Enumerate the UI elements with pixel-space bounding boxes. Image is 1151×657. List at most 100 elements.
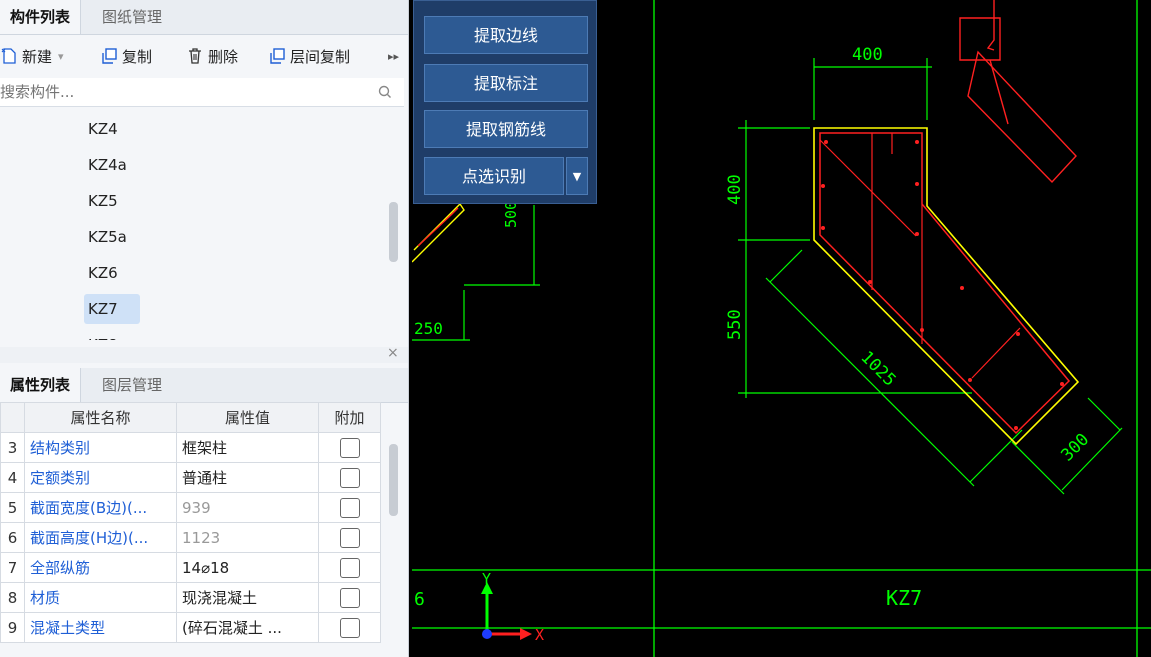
new-button[interactable]: 新建 ▾ bbox=[0, 38, 64, 74]
property-name[interactable]: 定额类别 bbox=[24, 462, 177, 493]
point-select-identify-button[interactable]: 点选识别 bbox=[424, 157, 564, 195]
property-value[interactable]: 框架柱 bbox=[176, 432, 319, 463]
tab-drawing-management[interactable]: 图纸管理 bbox=[102, 8, 163, 26]
table-row: 8 材质 现浇混凝土 bbox=[0, 582, 381, 613]
extra-cell bbox=[318, 612, 381, 643]
row-index: 9 bbox=[0, 612, 25, 643]
dimension-label-top-width: 400 bbox=[852, 45, 883, 65]
property-tabbar: 属性列表 图层管理 bbox=[0, 368, 408, 403]
grid-lines bbox=[412, 0, 1151, 657]
dimension-label-left-height: 400 bbox=[725, 174, 745, 205]
trash-icon bbox=[189, 48, 201, 64]
table-row: 9 混凝土类型 (碎石混凝土 ... bbox=[0, 612, 381, 643]
property-value[interactable]: 1123 bbox=[176, 522, 319, 553]
property-name[interactable]: 结构类别 bbox=[24, 432, 177, 463]
extra-cell bbox=[318, 582, 381, 613]
column-label-kz7: KZ7 bbox=[886, 586, 922, 610]
property-value[interactable]: 939 bbox=[176, 492, 319, 523]
ucs-axis-icon bbox=[481, 582, 532, 640]
extra-checkbox[interactable] bbox=[339, 527, 360, 548]
dimension-label-diagonal: 1025 bbox=[856, 347, 899, 390]
close-icon[interactable]: × bbox=[387, 345, 399, 361]
property-name[interactable]: 截面宽度(B边)(... bbox=[24, 492, 177, 523]
extra-checkbox[interactable] bbox=[339, 437, 360, 458]
extra-checkbox[interactable] bbox=[339, 497, 360, 518]
row-index: 6 bbox=[0, 522, 25, 553]
floor-copy-button[interactable]: 层间复制 bbox=[268, 38, 350, 74]
dimension-label-left-lower: 550 bbox=[725, 309, 745, 340]
rebar-hook-top-right bbox=[959, 0, 1077, 184]
extra-checkbox[interactable] bbox=[339, 557, 360, 578]
row-index: 3 bbox=[0, 432, 25, 463]
property-name[interactable]: 混凝土类型 bbox=[24, 612, 177, 643]
chevron-down-icon[interactable]: ▾ bbox=[58, 49, 64, 63]
dimension-label-500: 500 bbox=[502, 201, 520, 228]
extra-cell bbox=[318, 492, 381, 523]
new-file-icon bbox=[1, 48, 16, 64]
extra-cell bbox=[318, 522, 381, 553]
dimension-lines bbox=[738, 58, 1123, 495]
property-name[interactable]: 截面高度(H边)(... bbox=[24, 522, 177, 553]
extract-edge-button[interactable]: 提取边线 bbox=[424, 16, 588, 54]
component-list-scrollbar[interactable] bbox=[389, 202, 398, 262]
list-item[interactable]: KZ5a bbox=[88, 228, 127, 246]
property-name[interactable]: 材质 bbox=[24, 582, 177, 613]
axis-y-label: Y bbox=[482, 570, 491, 588]
copy-button[interactable]: 复制 bbox=[100, 38, 152, 74]
extra-checkbox[interactable] bbox=[339, 617, 360, 638]
property-value[interactable]: 14⌀18 bbox=[176, 552, 319, 583]
extra-checkbox[interactable] bbox=[339, 587, 360, 608]
table-row: 4 定额类别 普通柱 bbox=[0, 462, 381, 493]
list-item[interactable]: KZ5 bbox=[88, 192, 118, 210]
extra-cell bbox=[318, 552, 381, 583]
search-input[interactable] bbox=[0, 78, 360, 106]
extract-rebar-line-button[interactable]: 提取钢筋线 bbox=[424, 110, 588, 148]
header-extra: 附加 bbox=[318, 402, 381, 433]
component-toolbar: 新建 ▾ 复制 删除 层间复制 ▸▸ bbox=[0, 38, 408, 74]
list-item[interactable]: KZ8 bbox=[84, 330, 140, 340]
extra-cell bbox=[318, 432, 381, 463]
left-panel: 构件列表 图纸管理 新建 ▾ 复制 删除 bbox=[0, 0, 409, 657]
axis-x-label: X bbox=[535, 626, 544, 644]
toolbar-more-icon[interactable]: ▸▸ bbox=[388, 49, 400, 63]
header-property-name: 属性名称 bbox=[24, 402, 177, 433]
property-table-scrollbar[interactable] bbox=[389, 444, 398, 516]
cad-canvas[interactable]: 500 250 bbox=[412, 0, 1151, 657]
extract-panel: 提取边线 提取标注 提取钢筋线 点选识别 ▼ bbox=[413, 0, 597, 204]
component-list: KZ4 KZ4a KZ5 KZ5a KZ6 KZ7 KZ8 bbox=[0, 110, 404, 340]
table-row: 7 全部纵筋 14⌀18 bbox=[0, 552, 381, 583]
extract-annotation-button[interactable]: 提取标注 bbox=[424, 64, 588, 102]
row-index: 8 bbox=[0, 582, 25, 613]
tab-property-list[interactable]: 属性列表 bbox=[0, 368, 82, 402]
delete-button[interactable]: 删除 bbox=[186, 38, 238, 74]
header-property-value: 属性值 bbox=[176, 402, 319, 433]
floor-copy-button-label: 层间复制 bbox=[290, 47, 351, 66]
extra-checkbox[interactable] bbox=[339, 467, 360, 488]
panel-divider: × bbox=[0, 345, 408, 363]
property-value[interactable]: 普通柱 bbox=[176, 462, 319, 493]
list-item[interactable]: KZ4 bbox=[88, 120, 118, 138]
row-index: 7 bbox=[0, 552, 25, 583]
row-index: 5 bbox=[0, 492, 25, 523]
column-section-outline bbox=[813, 127, 1080, 446]
property-name[interactable]: 全部纵筋 bbox=[24, 552, 177, 583]
table-header-row: 属性名称 属性值 附加 bbox=[0, 402, 381, 433]
list-item[interactable]: KZ4a bbox=[88, 156, 127, 174]
dimension-label-250: 250 bbox=[414, 319, 443, 338]
list-item[interactable]: KZ6 bbox=[88, 264, 118, 282]
floor-copy-icon bbox=[270, 48, 285, 64]
grid-row-label: 6 bbox=[414, 589, 425, 610]
property-value[interactable]: 现浇混凝土 bbox=[176, 582, 319, 613]
search-icon[interactable] bbox=[378, 85, 392, 99]
table-row: 6 截面高度(H边)(... 1123 bbox=[0, 522, 381, 553]
tab-component-list[interactable]: 构件列表 bbox=[0, 0, 82, 34]
copy-button-label: 复制 bbox=[122, 47, 153, 66]
property-value[interactable]: (碎石混凝土 ... bbox=[176, 612, 319, 643]
list-item-selected[interactable]: KZ7 bbox=[84, 294, 140, 324]
table-row: 3 结构类别 框架柱 bbox=[0, 432, 381, 463]
delete-button-label: 删除 bbox=[208, 47, 239, 66]
tab-layer-management[interactable]: 图层管理 bbox=[102, 376, 163, 394]
table-row: 5 截面宽度(B边)(... 939 bbox=[0, 492, 381, 523]
extra-cell bbox=[318, 462, 381, 493]
chevron-down-icon[interactable]: ▼ bbox=[566, 157, 588, 195]
